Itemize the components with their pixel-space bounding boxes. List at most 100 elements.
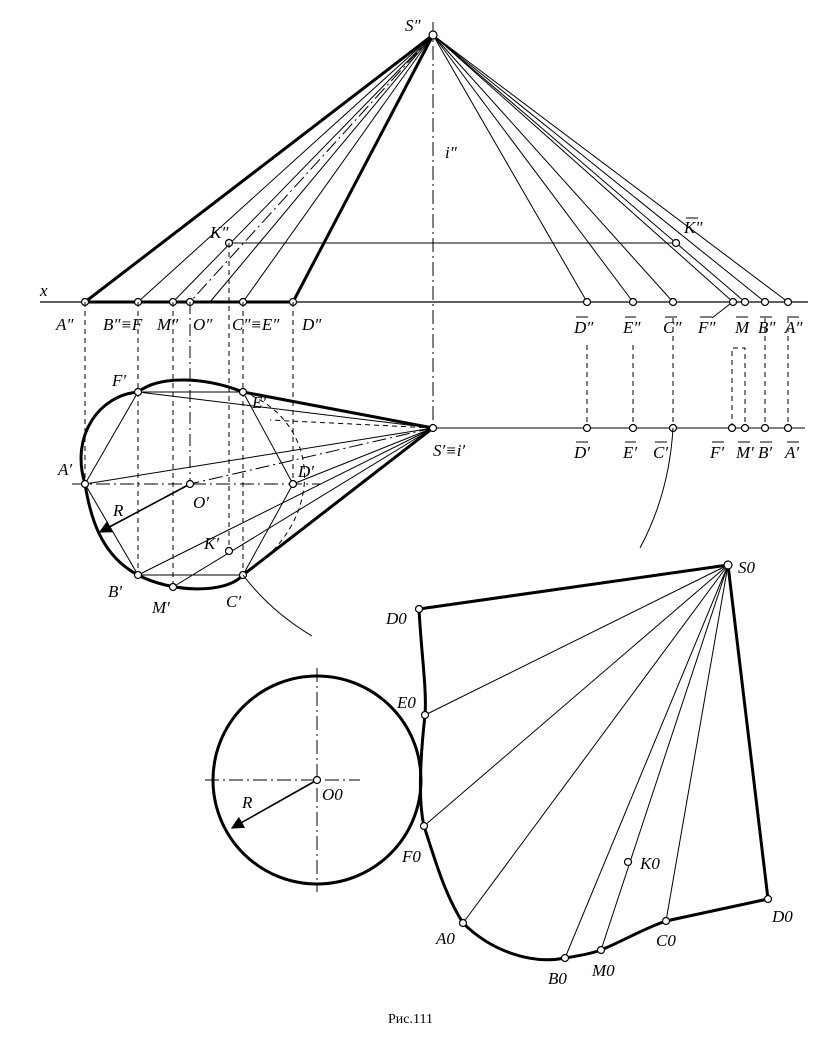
label-d0: D0 [385,609,407,628]
generator-true-c [432,34,674,303]
label-e1-bar: E′ [622,443,637,462]
label-s1i1: S′≡i′ [433,441,465,460]
generator-true-m [432,34,746,303]
label-k2-bar: K″ [683,218,703,237]
point-f0 [419,821,429,831]
label-c1-bar: C′ [653,443,668,462]
label-m2: M″ [156,315,179,334]
point-b0 [560,953,570,963]
development [205,560,773,963]
point-s2 [428,30,438,40]
connecting-arc-left [242,574,313,637]
label-m-bar: M [734,318,750,337]
label-d1-bar: D′ [573,443,590,462]
label-a1: A′ [57,460,72,479]
label-b1: B′ [108,582,122,601]
point-m-bar [740,297,750,307]
connecting-arc-right [639,427,674,549]
sector-edge-top [418,563,729,611]
point-m0 [596,945,606,955]
point-b1-bar [760,423,770,433]
label-a1-bar: A′ [784,443,799,462]
point-d1 [288,479,298,489]
point-k1 [224,546,234,556]
label-c2e2: C″≡E″ [232,315,280,334]
axis-points [80,30,793,307]
label-a0: A0 [435,929,455,948]
point-a1-bar [783,423,793,433]
generator-true-b [432,34,766,303]
point-d0-b [763,894,773,904]
point-a1 [80,479,90,489]
label-f1-bar: F′ [709,443,724,462]
point-s1 [428,423,438,433]
label-x: x [39,281,48,300]
label-d1: D′ [297,462,314,481]
point-k0 [623,857,633,867]
label-o1: O′ [193,493,209,512]
label-r1: R [112,501,124,520]
point-c0 [661,916,671,926]
generator-m [172,34,434,303]
label-b2f: B″≡F [103,315,143,334]
generator-true-e [432,34,634,303]
label-k0: K0 [639,854,660,873]
label-o0: O0 [322,785,343,804]
top-points [80,387,793,592]
generator-c [242,34,434,303]
label-m0: M0 [591,961,615,980]
label-b1-bar: B′ [758,443,772,462]
figure-caption: Рис.111 [388,1012,433,1027]
contour-generator-left [84,33,434,304]
point-b1 [133,570,143,580]
radius-arrow-bottom [230,779,318,829]
point-f1 [133,387,143,397]
hidden-arc [242,391,306,576]
point-a2-bar [783,297,793,307]
label-e0: E0 [396,693,416,712]
label-d2-bar: D″ [573,318,594,337]
point-a0 [458,918,468,928]
label-m1: M′ [151,598,170,617]
point-m1 [168,582,178,592]
label-c2-bar: C″ [663,318,682,337]
point-d0 [414,604,424,614]
sector-edge-right [726,564,770,900]
label-a2: A″ [55,315,74,334]
contour-generator-right [291,34,435,303]
point-e1-bar [628,423,638,433]
label-s0: S0 [738,558,756,577]
label-c0: C0 [656,931,676,950]
label-f2-bar: F″ [697,318,716,337]
label-s2: S″ [405,16,422,35]
point-c2-bar [668,297,678,307]
point-m1-bar [740,423,750,433]
point-f2-bar [728,297,738,307]
label-b2-bar: B″ [758,318,776,337]
point-e2-bar [628,297,638,307]
development-points [312,560,773,963]
label-f0: F0 [401,847,421,866]
label-m1-bar: M′ [735,443,754,462]
top-view [72,378,805,592]
label-c1: C′ [226,592,241,611]
label-i2: i″ [445,143,458,162]
label-k1: K′ [203,534,219,553]
point-f1-bar [727,423,737,433]
label-r0: R [241,793,253,812]
sector-curve [417,608,769,962]
overbars [576,217,799,443]
point-s0 [723,560,733,570]
projection-links [84,243,789,587]
point-e0 [420,710,430,720]
point-d1-bar [582,423,592,433]
f-bar-leader [711,303,731,319]
radius-arrow-top [98,483,191,533]
generator-true-a [432,34,789,303]
point-d2-bar [582,297,592,307]
label-o2: O″ [193,315,213,334]
label-d2: D″ [301,315,322,334]
generator-o [189,34,434,303]
